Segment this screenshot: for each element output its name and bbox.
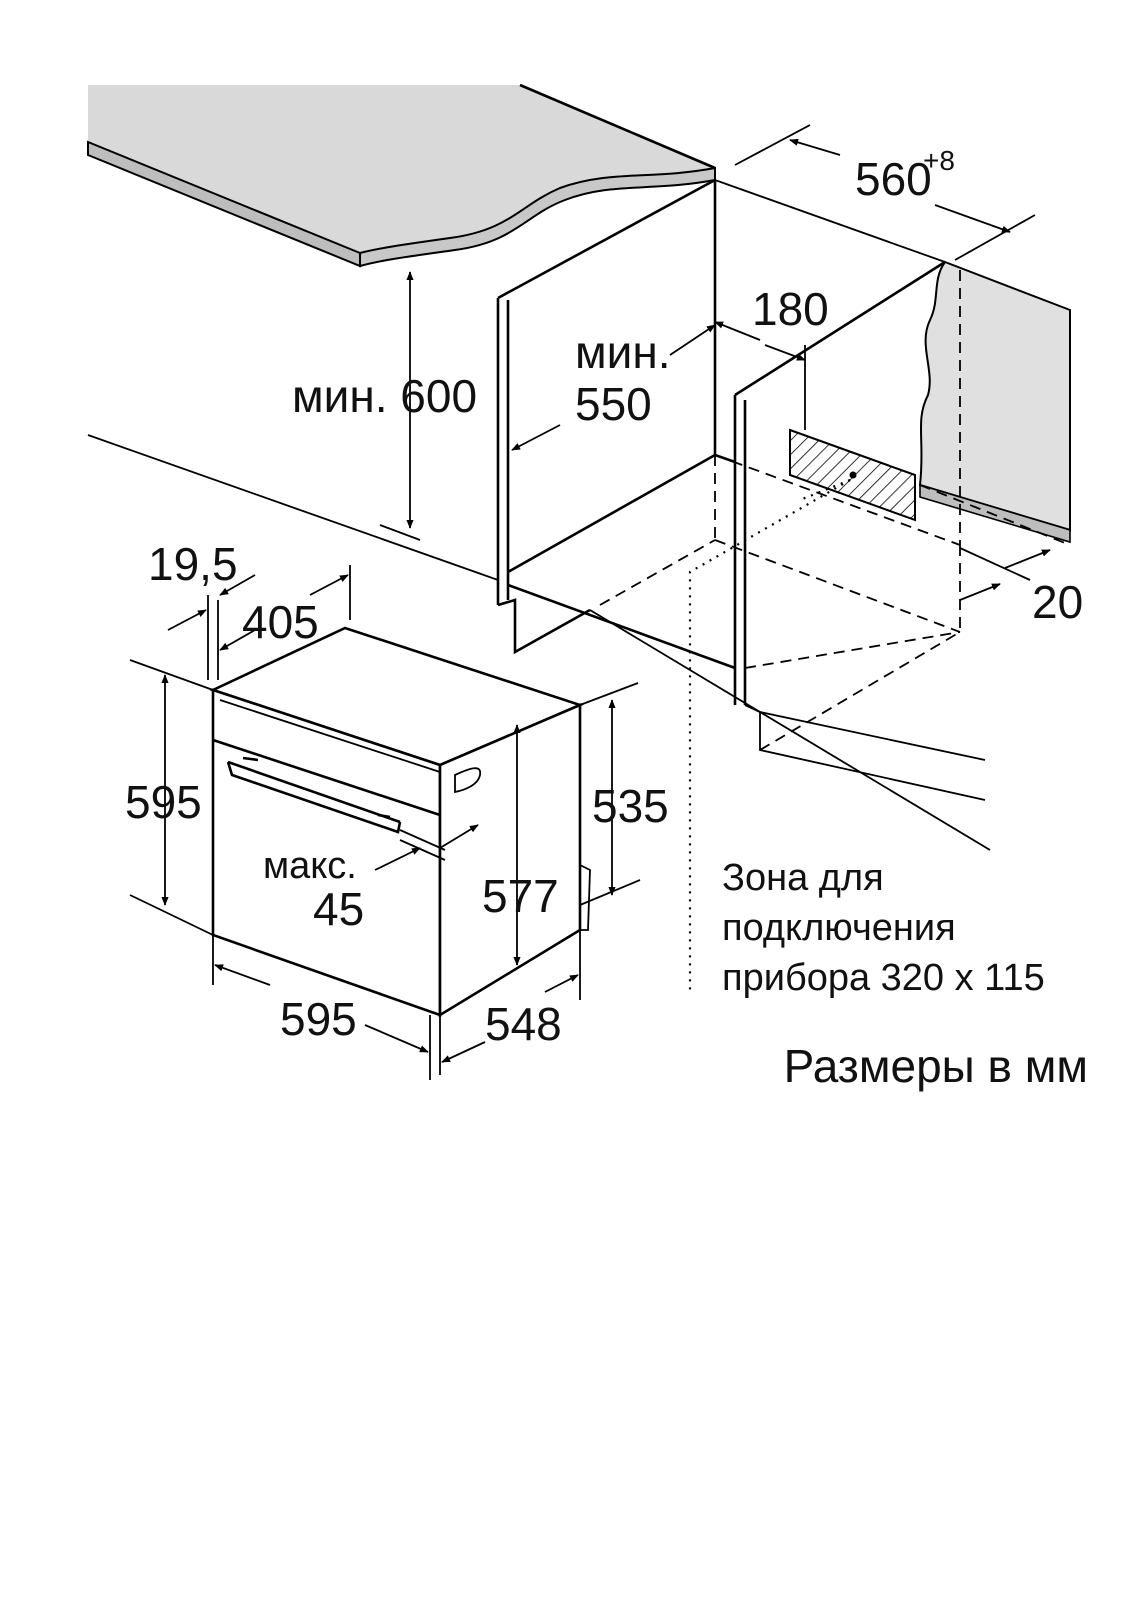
- dim-line-405-a: [219, 629, 256, 651]
- label-577: 577: [482, 870, 559, 922]
- dim-line-max-45-a: [374, 847, 421, 871]
- dim-line-20-b: [959, 583, 1001, 601]
- dim-line-min-550-b: [511, 424, 561, 451]
- dim-line-548-b: [544, 974, 579, 993]
- connection-zone: [688, 428, 916, 995]
- dim-line-max-45-b: [439, 824, 479, 849]
- connection-zone-leader: [688, 479, 851, 995]
- label-535: 535: [592, 780, 669, 832]
- dim-line-560-a: [789, 138, 841, 156]
- worktop: [87, 83, 716, 268]
- label-560: 560: [855, 153, 932, 205]
- oven-vent: [454, 767, 482, 794]
- dim-line-20-a: [1004, 549, 1051, 569]
- connection-point: [849, 471, 857, 479]
- wall-surface: [918, 260, 1071, 532]
- dim-line-180-a: [714, 321, 761, 341]
- dim-line-19-5-b: [219, 574, 256, 596]
- oven-door-handle: [226, 756, 402, 834]
- label-min-550-line1: мин.: [575, 326, 671, 378]
- units-note: Размеры в мм: [784, 1040, 1088, 1092]
- label-min-600: мин. 600: [292, 370, 477, 422]
- dim-line-548-a: [441, 1041, 486, 1063]
- label-20: 20: [1032, 576, 1083, 628]
- dim-line-180-b: [764, 344, 806, 361]
- label-min-550-line2: 550: [575, 378, 652, 430]
- dim-line-min-550-a: [669, 324, 716, 356]
- zone-caption-line2: подключения: [722, 907, 956, 949]
- label-548: 548: [485, 998, 562, 1050]
- dim-line-405-b: [309, 574, 349, 596]
- dimension-lines: [129, 124, 1051, 1080]
- worktop-top-surface: [88, 85, 715, 253]
- label-19-5: 19,5: [148, 538, 238, 590]
- label-405: 405: [242, 596, 319, 648]
- floor-lines: [87, 434, 991, 851]
- dim-line-595-width-a: [214, 964, 271, 986]
- oven: [209, 626, 591, 1018]
- cabinet: [496, 178, 1071, 801]
- connection-zone-caption: Зона для подключения прибора 320 х 115: [722, 857, 1045, 999]
- label-max-45-line2: 45: [313, 883, 364, 935]
- dim-line-560-b: [934, 204, 1011, 233]
- dim-line-19-5-a: [167, 609, 207, 631]
- label-595-height: 595: [125, 776, 202, 828]
- label-595-width: 595: [280, 993, 357, 1045]
- label-560-tolerance: +8: [923, 145, 955, 176]
- dim-line-595-width-b: [364, 1024, 429, 1053]
- zone-caption-line3: прибора 320 х 115: [722, 957, 1045, 999]
- zone-caption-line1: Зона для: [722, 857, 884, 899]
- label-180: 180: [752, 283, 829, 335]
- dimension-labels: мин. 600 мин. 550 560 +8 180 20 19,5 405…: [125, 145, 1083, 1050]
- label-max-45-line1: макс.: [263, 845, 357, 887]
- wall: [714, 179, 1071, 544]
